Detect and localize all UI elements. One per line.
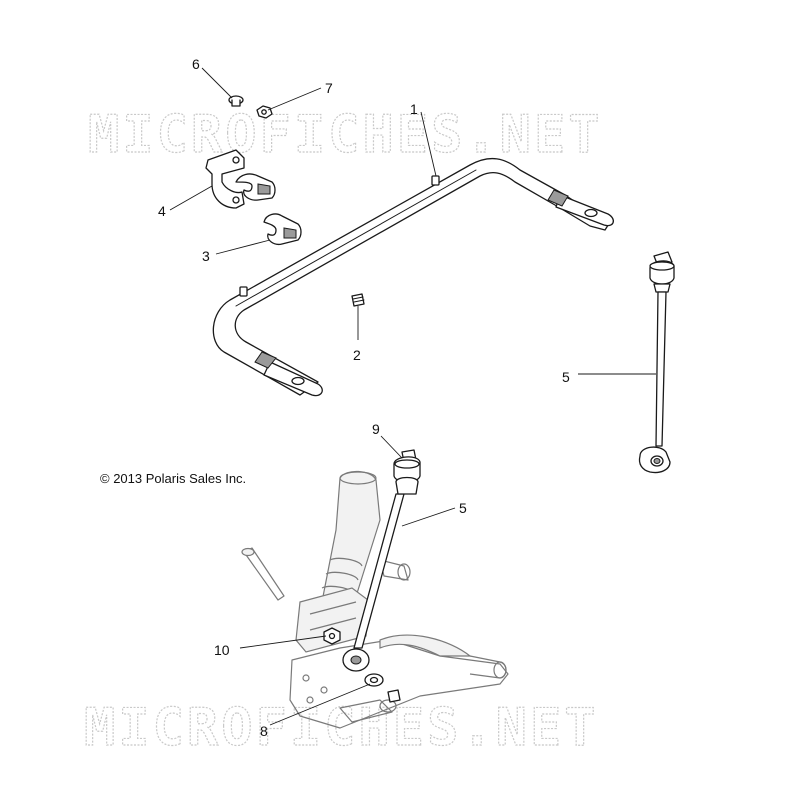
a-arm-assembly — [241, 470, 509, 729]
copyright-notice: © 2013 Polaris Sales Inc. — [100, 471, 246, 486]
leader-4 — [169, 185, 213, 211]
bolt-icon[interactable] — [228, 95, 244, 107]
callout-1: 1 — [410, 101, 418, 117]
nut-icon[interactable] — [256, 105, 273, 119]
leader-3 — [215, 239, 271, 255]
callout-4: 4 — [158, 203, 166, 219]
bushing-upper-icon[interactable] — [235, 173, 276, 201]
bushing-icon[interactable] — [263, 213, 302, 246]
grease-fitting-icon[interactable] — [351, 293, 365, 307]
washer-icon[interactable] — [364, 673, 401, 703]
callout-2: 2 — [353, 347, 361, 363]
stabilizer-bar-icon[interactable] — [212, 157, 614, 397]
callout-5-upper: 5 — [562, 369, 570, 385]
bushing-stack-icon[interactable] — [393, 449, 421, 495]
leader-6 — [201, 67, 233, 99]
leader-1 — [420, 111, 437, 177]
leader-10 — [239, 635, 327, 649]
callout-10: 10 — [214, 642, 230, 658]
link-rod-icon[interactable] — [638, 251, 675, 474]
watermark-top: MICROFICHES.NET — [88, 105, 603, 165]
callout-6: 6 — [192, 56, 200, 72]
leader-5-lower — [401, 507, 456, 527]
callout-3: 3 — [202, 248, 210, 264]
callout-8: 8 — [260, 723, 268, 739]
callout-5-lower: 5 — [459, 500, 467, 516]
bracket-clamp-icon[interactable] — [205, 149, 245, 209]
callout-9: 9 — [372, 421, 380, 437]
leader-9 — [380, 435, 403, 459]
mount-nut-icon[interactable] — [323, 627, 341, 645]
callout-7: 7 — [325, 80, 333, 96]
leader-7 — [267, 87, 322, 111]
leader-8 — [269, 683, 371, 726]
